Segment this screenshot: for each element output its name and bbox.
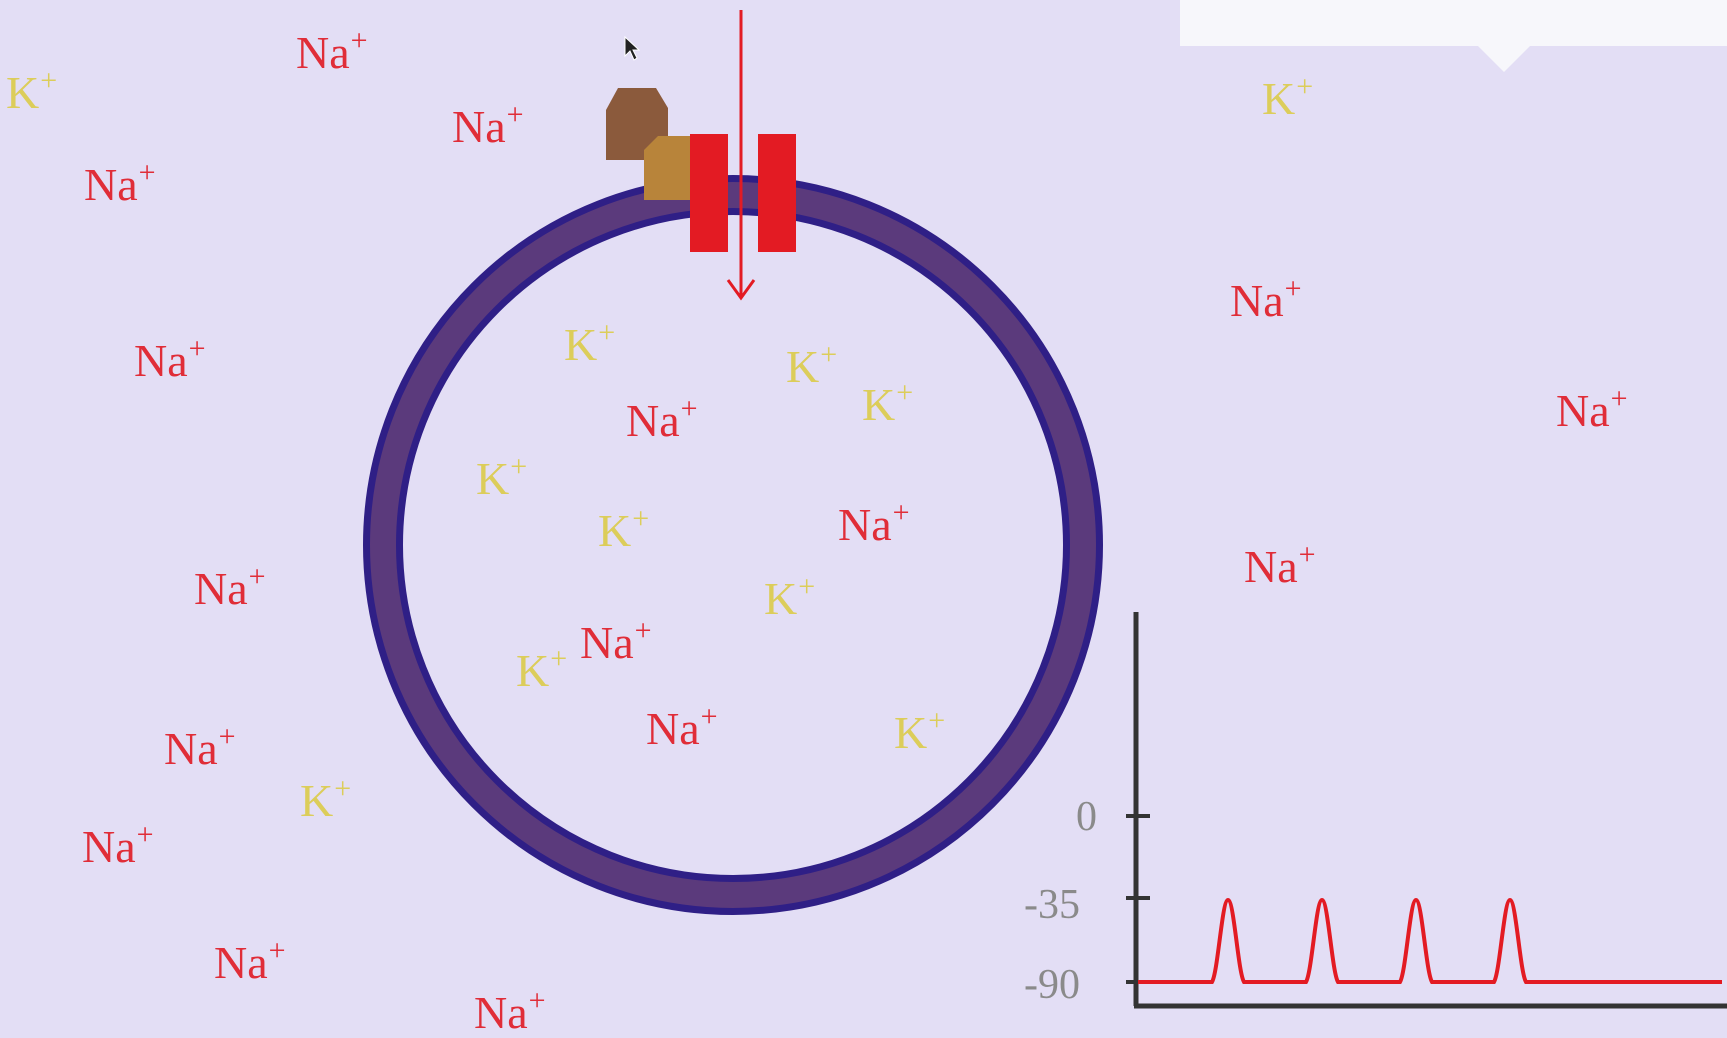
action-potential-trace — [1138, 900, 1722, 982]
